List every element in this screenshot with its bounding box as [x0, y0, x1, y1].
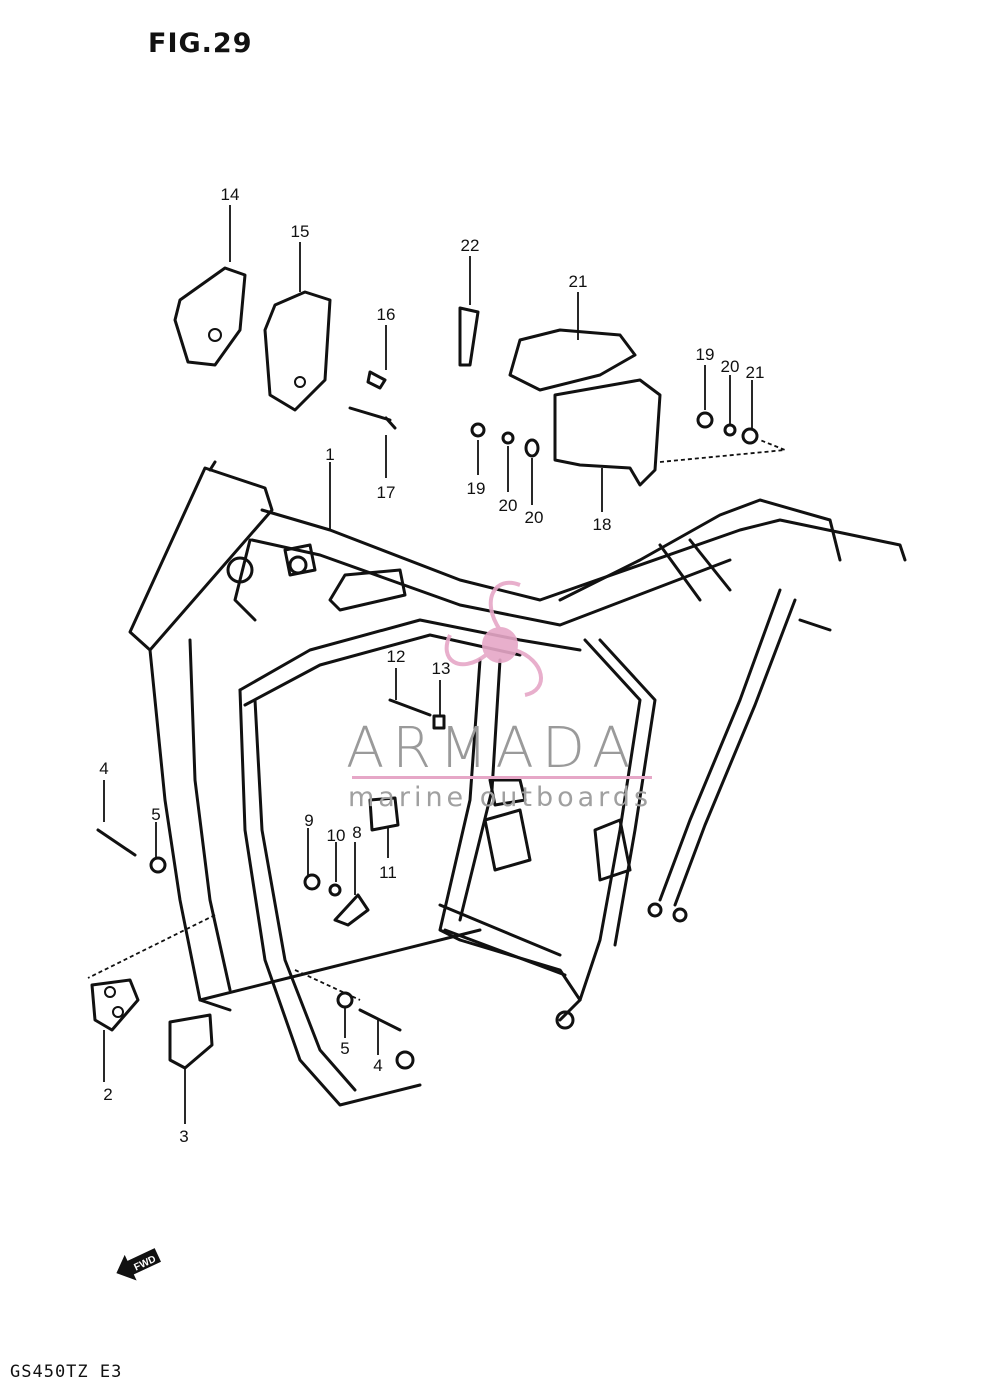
- part-18-bolt: [470, 422, 486, 438]
- figure-title: FIG.29: [148, 28, 253, 59]
- callout-7: 9: [304, 811, 313, 830]
- callout-8: 10: [327, 826, 346, 845]
- callout-6: 8: [352, 823, 361, 842]
- callout-22: 22: [461, 236, 480, 255]
- model-code: GS450TZ E3: [10, 1362, 123, 1382]
- callout-10: 12: [387, 647, 406, 666]
- part-14-bolt: [366, 370, 387, 390]
- part-6-plate: [333, 893, 370, 927]
- callout-13: 15: [291, 222, 310, 241]
- part-20-washer: [741, 427, 759, 445]
- callout-20: 21: [746, 363, 765, 382]
- callout-11: 13: [432, 659, 451, 678]
- part-5-washer-b: [336, 991, 354, 1009]
- part-19-washer-b: [501, 431, 515, 445]
- frame-part-1: [128, 460, 907, 1107]
- part-9-plate: [368, 796, 400, 832]
- part-20-washer-b: [524, 438, 540, 458]
- callout-15: 17: [377, 483, 396, 502]
- part-8-washer: [328, 883, 342, 897]
- part-19-washer: [723, 423, 737, 437]
- part-22-clamp: [458, 306, 480, 367]
- callout-20b: 20: [525, 508, 544, 527]
- callout-14: 16: [377, 305, 396, 324]
- callout-3: 3: [179, 1127, 188, 1146]
- callout-16: 18: [593, 515, 612, 534]
- part-11-nut: [432, 714, 446, 730]
- part-4-bolt: [96, 828, 137, 857]
- callout-21: 21: [569, 272, 588, 291]
- part-13-cover: [263, 290, 332, 412]
- watermark-tagline: marine outboards: [348, 782, 653, 813]
- callout-5b: 5: [340, 1039, 349, 1058]
- armada-logo-icon: [444, 580, 543, 697]
- callout-18: 19: [467, 479, 486, 498]
- callout-1: 1: [325, 445, 334, 464]
- callout-19: 20: [721, 357, 740, 376]
- part-16-bracket: [553, 378, 662, 487]
- callout-12: 14: [221, 185, 240, 204]
- part-5-washer: [149, 856, 167, 874]
- part-17-bolt: [696, 411, 714, 429]
- part-4-bolt-b: [358, 1008, 402, 1032]
- part-3-plate: [168, 1013, 214, 1070]
- part-7-bolt: [303, 873, 321, 891]
- part-10-bolt: [388, 698, 432, 717]
- callout-9: 11: [379, 863, 397, 882]
- part-12-cover: [173, 266, 247, 367]
- watermark-underline: [352, 776, 652, 779]
- watermark-brand: ARMADA: [346, 716, 639, 781]
- callout-4: 4: [99, 759, 108, 778]
- part-21-cover: [508, 328, 637, 392]
- callout-2: 2: [103, 1085, 112, 1104]
- callout-19b: 20: [499, 496, 518, 515]
- part-2-plate: [90, 978, 140, 1032]
- fwd-arrow-icon: FWD: [116, 1248, 161, 1281]
- callout-17: 19: [696, 345, 715, 364]
- callout-5: 5: [151, 805, 160, 824]
- callout-4b: 4: [373, 1056, 382, 1075]
- part-15-bolt: [348, 406, 397, 430]
